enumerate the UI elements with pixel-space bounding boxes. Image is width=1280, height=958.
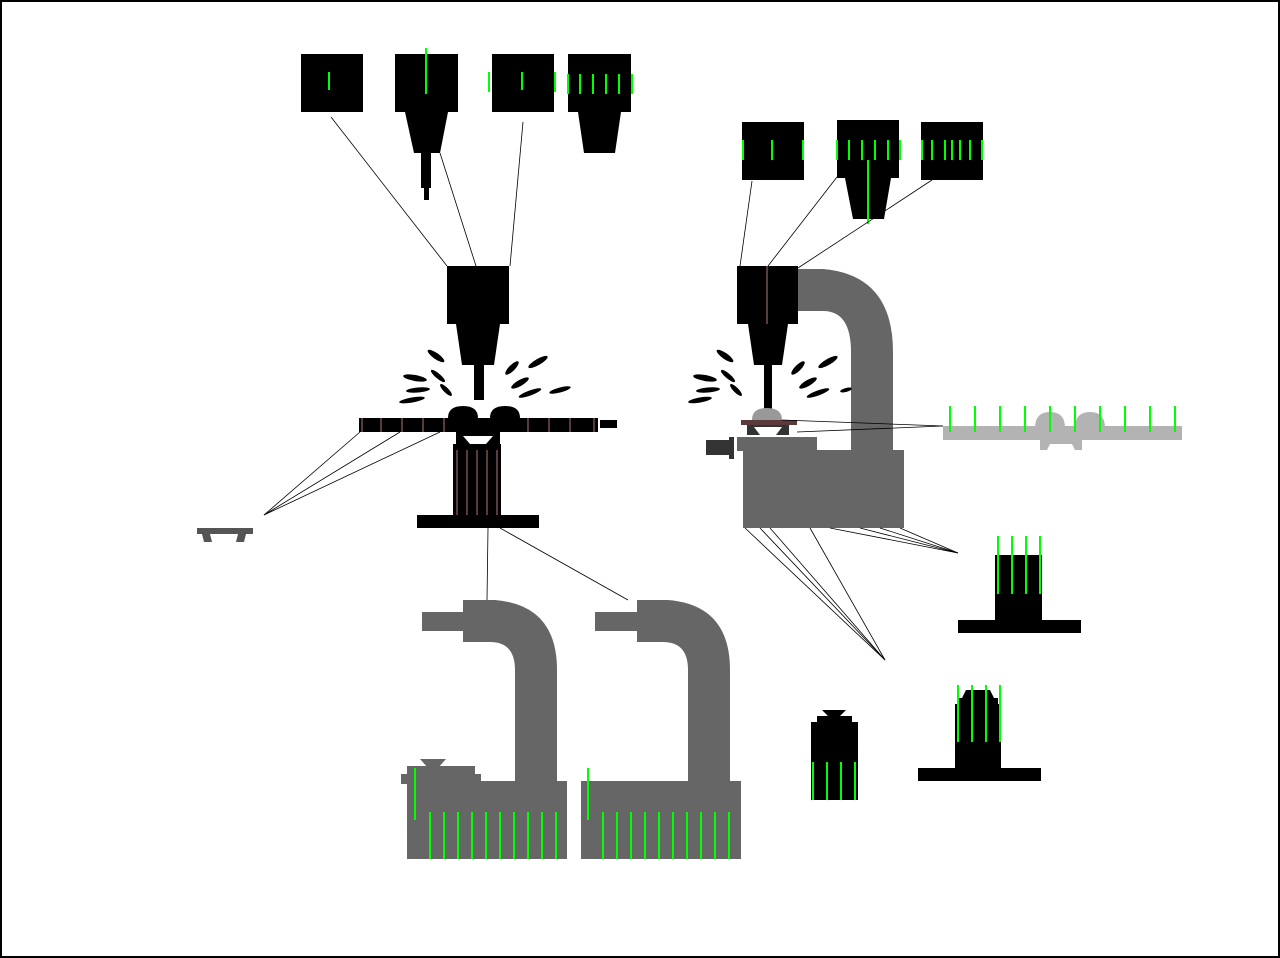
- green-markers-machine-2: [587, 768, 730, 859]
- tool-rod-2: [421, 153, 431, 188]
- workpiece-bar: [359, 418, 598, 432]
- die-base: [417, 515, 539, 528]
- weld-dome-1: [448, 406, 478, 418]
- green-markers-top-left: [328, 48, 633, 94]
- press-rod: [474, 365, 484, 400]
- press-head: [447, 266, 509, 324]
- bar-stripes: [361, 418, 595, 432]
- tool-taper-2: [405, 112, 448, 153]
- press-taper-right: [748, 324, 788, 365]
- die-seat-right: [737, 437, 817, 451]
- c-frame-machine-1: [401, 600, 567, 859]
- green-markers-top-right: [742, 140, 983, 224]
- central-press-left: [197, 266, 629, 601]
- tool-tip-2: [424, 188, 429, 200]
- leader-lines-right: [744, 419, 959, 661]
- tool-set-right: [739, 120, 983, 269]
- die-part-1: [958, 536, 1081, 633]
- weld-dome-right: [752, 408, 782, 420]
- green-markers-machine-1: [414, 768, 557, 859]
- leader-lines-top-left: [330, 116, 524, 267]
- die-part-2: [918, 685, 1041, 781]
- small-bracket-part: [197, 528, 253, 542]
- tool-box-1: [301, 54, 363, 112]
- bar-end-piece: [600, 420, 617, 428]
- press-rod-right: [764, 365, 772, 410]
- leader-lines-central: [263, 431, 629, 601]
- die-cavity: [463, 436, 493, 444]
- spark-splash-right: [688, 349, 852, 404]
- weld-dome-2: [490, 406, 520, 418]
- tool-box-4: [568, 54, 631, 112]
- spark-splash-left: [399, 349, 571, 404]
- workpiece-right: [741, 420, 797, 425]
- press-taper: [456, 324, 500, 365]
- c-frame-machine-2: [581, 600, 741, 859]
- tool-taper-4: [578, 112, 621, 153]
- punch-part: [811, 710, 858, 800]
- leader-lines-top-right: [739, 176, 933, 269]
- tool-set-left: [301, 48, 633, 267]
- side-piece-right: [706, 440, 734, 455]
- central-press-right: [688, 266, 1182, 661]
- c-frame-right: [743, 269, 904, 528]
- ghost-workpiece-bar: [943, 406, 1182, 450]
